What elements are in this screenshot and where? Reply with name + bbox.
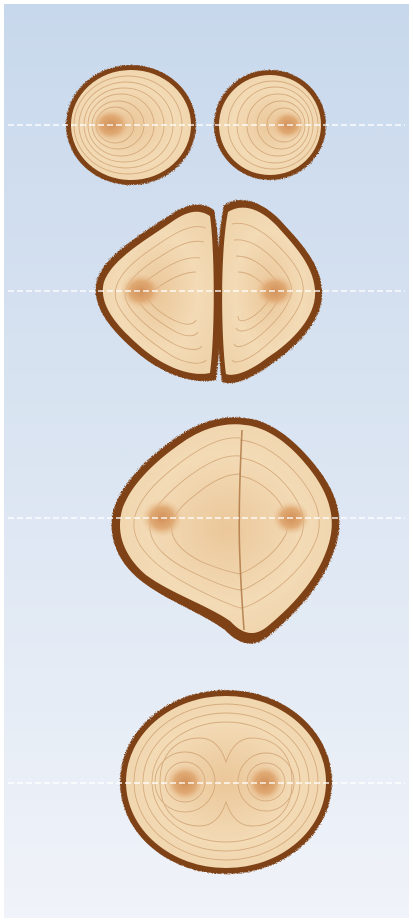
tree-trunk-fusion-diagram [0,0,413,922]
